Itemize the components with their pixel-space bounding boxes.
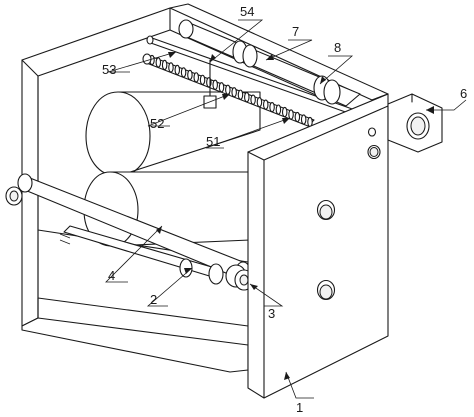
screw-thread-ridge bbox=[155, 57, 162, 68]
screw-thread-ridge bbox=[269, 101, 275, 113]
screw-thread-ridge bbox=[256, 97, 263, 108]
screw-thread-ridge bbox=[180, 67, 187, 78]
screw-rod bbox=[142, 53, 315, 128]
label-6: 6 bbox=[460, 86, 467, 101]
front-roller-2 bbox=[63, 225, 224, 285]
callout-labels: 54 7 8 53 52 51 6 4 2 3 1 bbox=[102, 4, 467, 415]
label-8: 8 bbox=[334, 40, 341, 55]
screw-thread-ridge bbox=[174, 64, 181, 76]
screw-thread-ridge bbox=[161, 59, 168, 71]
screw-thread-ridge bbox=[218, 82, 225, 93]
arrow-heads bbox=[156, 52, 434, 380]
screw-thread-ridge bbox=[294, 111, 301, 123]
label-3: 3 bbox=[268, 306, 275, 321]
screw-thread-ridge bbox=[288, 109, 294, 120]
label-54: 54 bbox=[240, 4, 254, 19]
screw-thread-ridge bbox=[281, 106, 288, 118]
large-roller-upper bbox=[85, 91, 261, 177]
label-1: 1 bbox=[296, 400, 303, 415]
label-2: 2 bbox=[150, 292, 157, 307]
screw-thread-ridge bbox=[168, 62, 174, 73]
motor-bracket-6 bbox=[387, 93, 443, 153]
screw-thread-ridge bbox=[275, 104, 282, 115]
leader-lines bbox=[105, 19, 467, 399]
screw-thread-ridge bbox=[212, 79, 218, 90]
screw-thread-ridge bbox=[187, 69, 193, 81]
screw-thread-ridge bbox=[300, 114, 307, 125]
screw-thread-ridge bbox=[244, 92, 250, 103]
label-53: 53 bbox=[102, 62, 116, 77]
label-4: 4 bbox=[108, 268, 115, 283]
front-roller-4 bbox=[5, 173, 251, 281]
screw-thread-ridge bbox=[193, 72, 199, 83]
screw-thread-ridge bbox=[225, 84, 231, 95]
screw-thread-ridge bbox=[263, 99, 269, 110]
screw-thread-ridge bbox=[231, 87, 237, 98]
screw-thread-ridge bbox=[250, 94, 256, 105]
front-side-plate-1 bbox=[247, 93, 389, 399]
screw-thread-ridge bbox=[237, 89, 244, 100]
screw-thread-ridge bbox=[199, 74, 206, 85]
label-52: 52 bbox=[150, 116, 164, 131]
label-7: 7 bbox=[292, 24, 299, 39]
label-51: 51 bbox=[206, 134, 220, 149]
